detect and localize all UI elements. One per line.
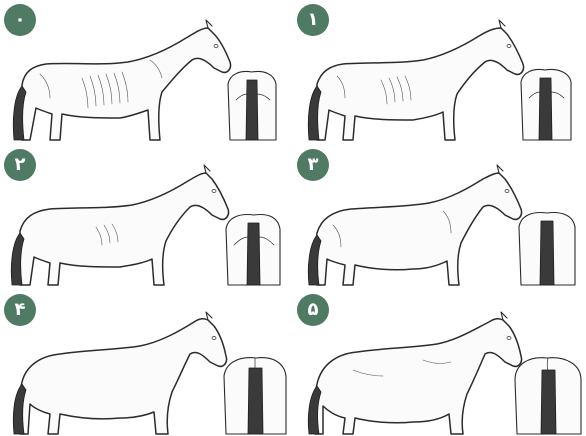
horse-illustration-score-2 [0,145,293,290]
horse-rear-view [515,358,581,434]
horse-rear-view [228,72,276,141]
horse-illustration-score-5 [293,290,586,435]
horse-side-view [308,20,523,140]
score-badge: ۰ [4,4,36,36]
score-badge: ۳ [297,149,329,181]
horse-illustration-score-0 [0,0,293,145]
panel-score-2: ۲ [0,145,293,290]
horse-rear-view [226,215,280,285]
horse-illustration-score-1 [293,0,586,145]
horse-side-view [308,312,521,434]
panel-score-4: ۴ [0,290,293,435]
panel-score-5: ۵ [293,290,586,435]
horse-rear-view [519,213,575,285]
horse-rear-view [224,358,286,434]
horse-illustration-score-3 [293,145,586,290]
horse-rear-view [521,70,571,141]
horse-side-view [308,165,521,285]
score-badge: ۱ [297,4,329,36]
score-badge: ۴ [4,294,36,326]
horse-illustration-score-4 [0,290,293,435]
horse-side-view [13,20,230,140]
panel-score-0: ۰ [0,0,293,145]
horse-side-view [13,312,226,434]
panel-score-1: ۱ [293,0,586,145]
panel-score-3: ۳ [293,145,586,290]
score-badge: ۲ [4,149,36,181]
score-badge: ۵ [297,294,329,326]
horse-side-view [11,165,228,285]
